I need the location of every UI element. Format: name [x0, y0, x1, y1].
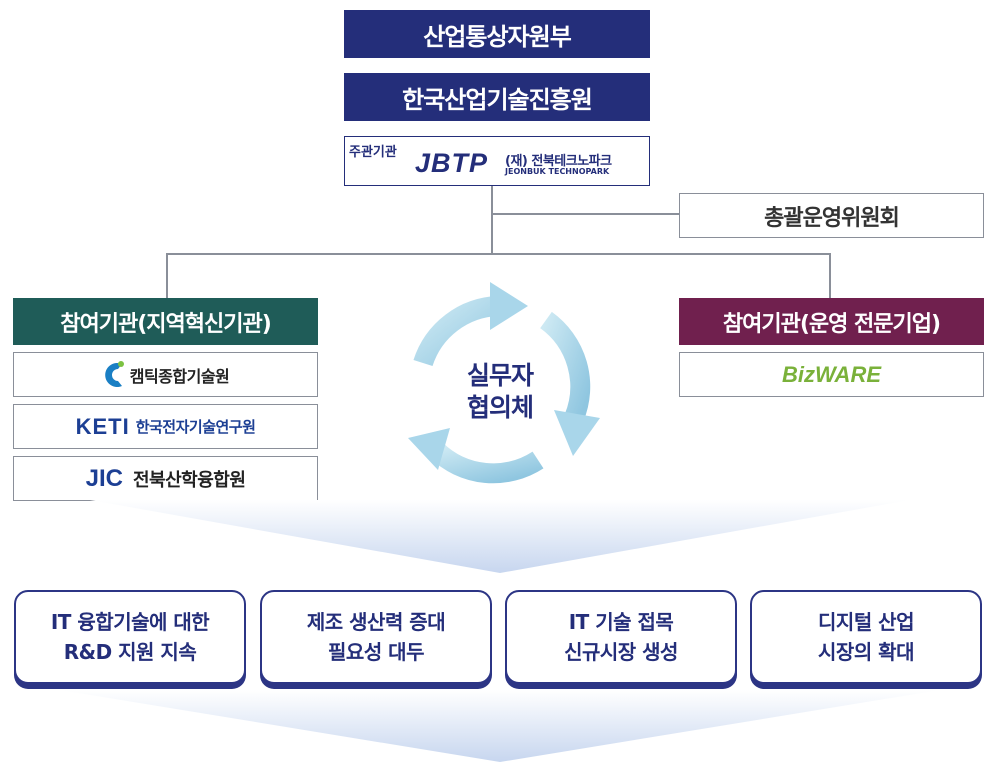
- cycle-arrows: [408, 282, 600, 484]
- connector-committee: [491, 213, 679, 215]
- outcome-card-4: 디지털 산업 시장의 확대: [750, 590, 982, 684]
- lead-english-name: JEONBUK TECHNOPARK: [505, 167, 610, 176]
- jic-logo: JIC: [85, 464, 123, 492]
- cycle-label: 실무자 협의체: [440, 360, 560, 424]
- outcome-1-line1: IT 융합기술에 대한: [50, 610, 210, 634]
- funnel-bottom: [60, 690, 940, 762]
- org-box-camtic: 캠틱종합기술원: [13, 352, 318, 397]
- connector-horizontal: [166, 253, 831, 255]
- org-box-bizware: BizWARE: [679, 352, 984, 397]
- cycle-label-line1: 실무자: [466, 361, 534, 390]
- funnel-top: [90, 500, 910, 573]
- outcome-1-line2: R&D 지원 지속: [63, 640, 197, 664]
- cycle-arrow-top: [413, 282, 528, 367]
- ministry-label: 산업통상자원부: [423, 22, 572, 51]
- jbtp-logo: JBTP: [415, 148, 489, 178]
- outcome-2-line2: 필요성 대두: [328, 640, 424, 664]
- connector-right-drop: [829, 253, 831, 299]
- outcome-4-line2: 시장의 확대: [818, 640, 914, 664]
- outcome-card-2: 제조 생산력 증대 필요성 대두: [260, 590, 492, 684]
- right-group-header: 참여기관(운영 전문기업): [679, 298, 984, 345]
- outcome-2-line1: 제조 생산력 증대: [306, 610, 446, 634]
- lead-org-box: 주관기관 JBTP (재) 전북테크노파크 JEONBUK TECHNOPARK: [344, 136, 650, 186]
- agency-box: 한국산업기술진흥원: [344, 73, 650, 121]
- outcome-card-3: IT 기술 접목 신규시장 생성: [505, 590, 737, 684]
- org-name-camtic: 캠틱종합기술원: [129, 366, 230, 386]
- bizware-logo: BizWARE: [782, 361, 881, 387]
- outcome-3-line2: 신규시장 생성: [564, 640, 678, 664]
- left-group-header-label: 참여기관(지역혁신기관): [60, 311, 272, 337]
- lead-tag: 주관기관: [349, 145, 397, 160]
- org-name-jic: 전북산학융합원: [132, 469, 246, 491]
- org-box-keti: KETI 한국전자기술연구원: [13, 404, 318, 449]
- outcome-3-line1: IT 기술 접목: [568, 610, 674, 634]
- org-name-keti: 한국전자기술연구원: [135, 418, 256, 436]
- ministry-box: 산업통상자원부: [344, 10, 650, 58]
- outcome-4-line1: 디지털 산업: [818, 610, 914, 634]
- outcome-card-1: IT 융합기술에 대한 R&D 지원 지속: [14, 590, 246, 684]
- cycle-arrow-right: [539, 311, 600, 456]
- camtic-logo-icon: [104, 360, 124, 387]
- connector-left-drop: [166, 253, 168, 299]
- agency-label: 한국산업기술진흥원: [402, 85, 593, 114]
- lead-korean-name: (재) 전북테크노파크: [505, 154, 612, 169]
- cycle-label-line2: 협의체: [466, 393, 534, 422]
- cycle-arrow-bottom: [408, 428, 544, 484]
- left-group-header: 참여기관(지역혁신기관): [13, 298, 318, 345]
- right-group-header-label: 참여기관(운영 전문기업): [722, 311, 941, 337]
- connector-vertical-main: [491, 186, 493, 254]
- committee-label: 총괄운영위원회: [764, 205, 900, 231]
- keti-logo: KETI: [75, 413, 130, 439]
- committee-box: 총괄운영위원회: [679, 193, 984, 238]
